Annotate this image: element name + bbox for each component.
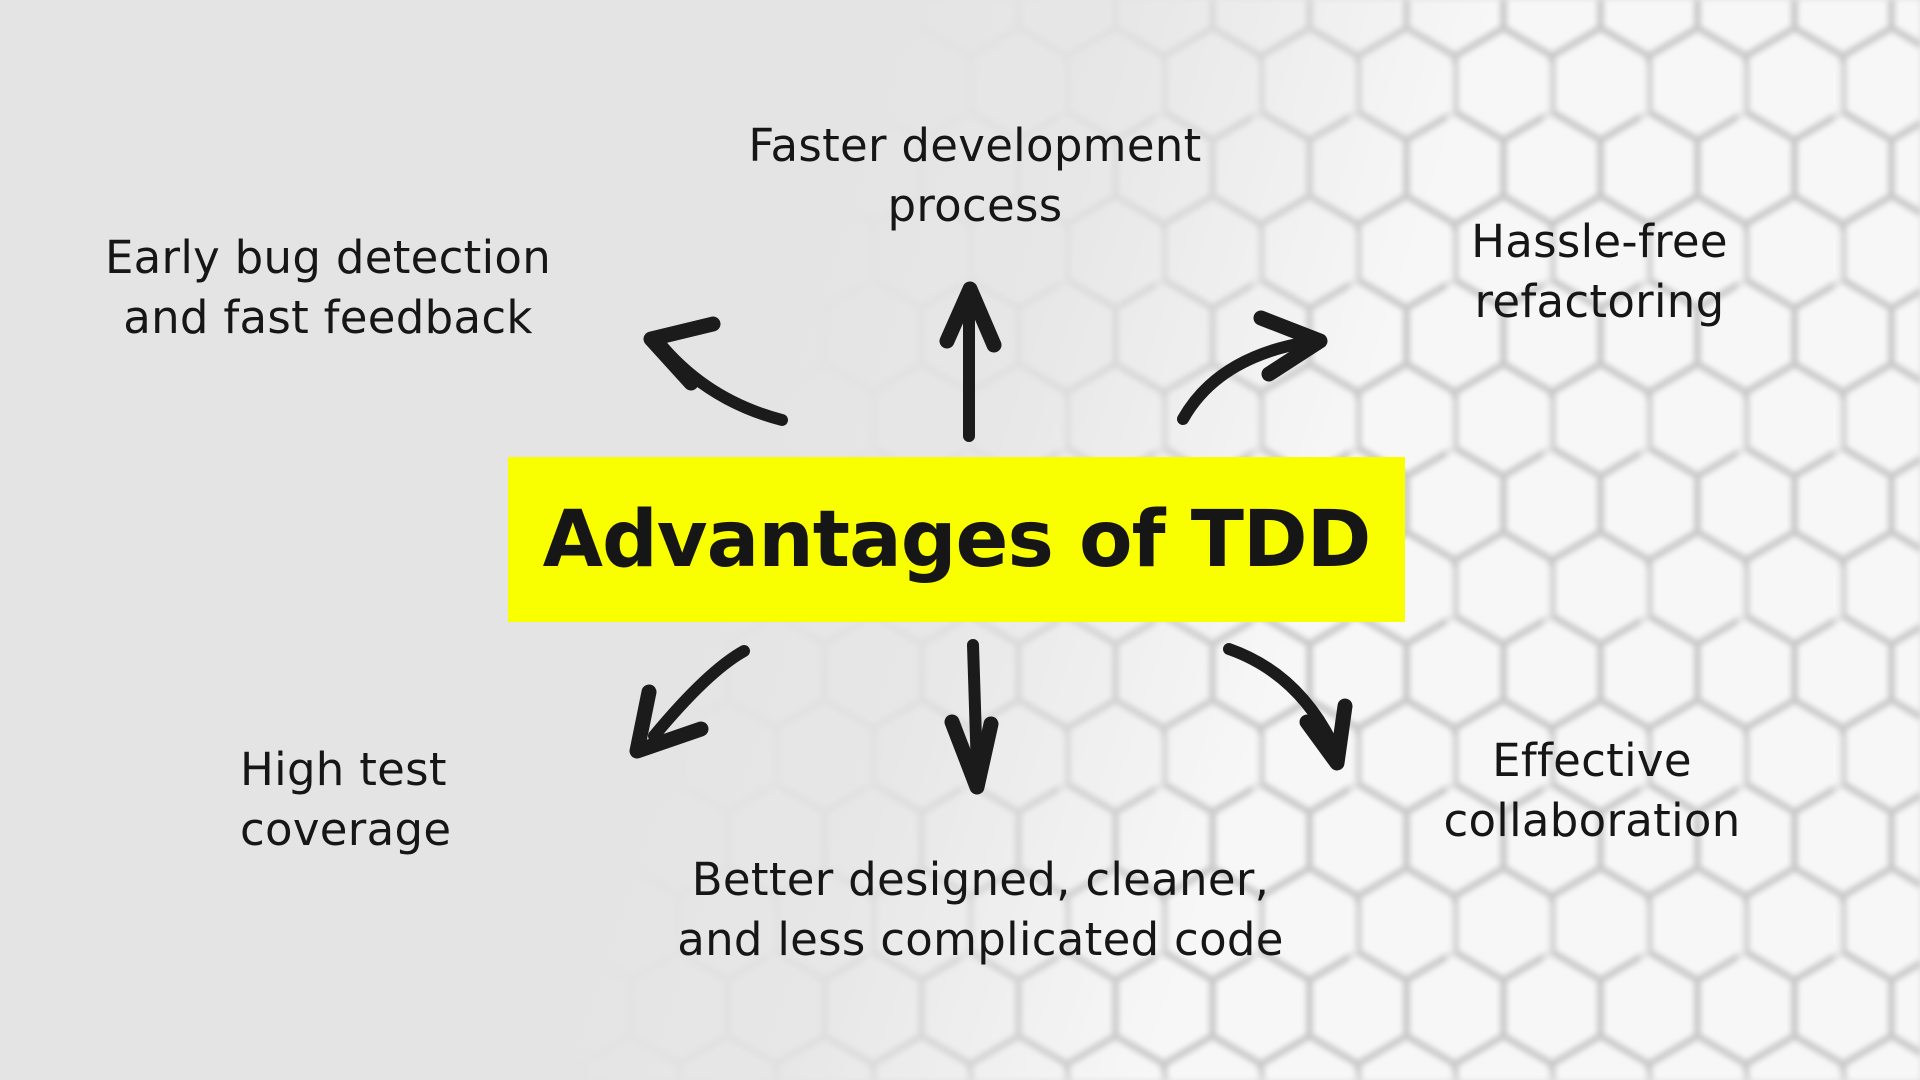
advantage-label-early-bug-detection: Early bug detection and fast feedback: [104, 231, 552, 344]
advantage-label-effective-collaboration: Effective collaboration: [1443, 734, 1741, 847]
center-node-title: Advantages of TDD: [542, 494, 1372, 585]
advantage-label-better-designed-code: Better designed, cleaner, and less compl…: [677, 853, 1284, 966]
advantage-label-high-test-coverage: High test coverage: [240, 743, 452, 856]
advantage-label-faster-development: Faster development process: [748, 119, 1202, 232]
center-node: Advantages of TDD: [508, 457, 1405, 622]
advantage-label-hassle-free-refactoring: Hassle-free refactoring: [1471, 215, 1728, 328]
